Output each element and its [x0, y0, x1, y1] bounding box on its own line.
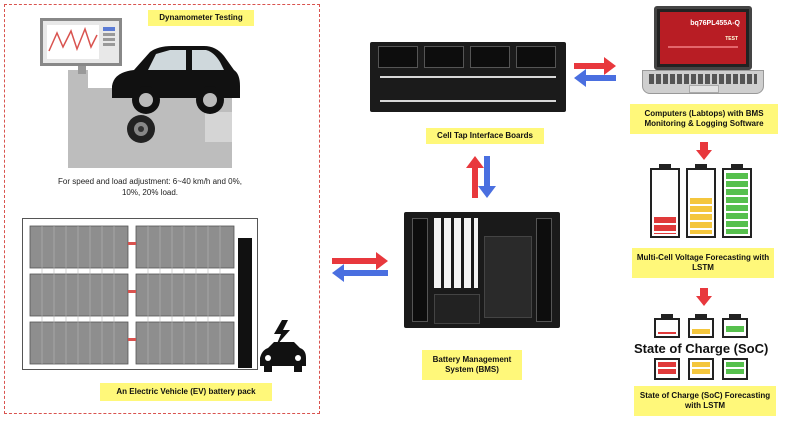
battery-busbar	[238, 238, 252, 368]
board-connector	[516, 46, 556, 68]
voltage-battery-icon	[722, 168, 752, 238]
cell-tap-board	[370, 42, 566, 112]
voltage-battery-icon	[650, 168, 680, 238]
monitor	[40, 18, 122, 66]
voltage-battery-cap	[731, 164, 743, 168]
soc-battery-icon	[722, 318, 748, 338]
soc-battery-cap	[729, 314, 741, 318]
battery-modules-icon	[29, 225, 235, 365]
voltage-battery-cap	[659, 164, 671, 168]
soc-battery-icon	[688, 318, 714, 338]
bms-connector	[412, 218, 428, 322]
soc-battery-lower-icon	[654, 358, 680, 380]
bms-label: Battery Management System (BMS)	[422, 350, 522, 380]
soc-battery-lower-icon	[688, 358, 714, 380]
laptop-trackpad	[689, 85, 719, 93]
soc-battery-lower-icon	[722, 358, 748, 380]
board-pin-row	[380, 76, 556, 78]
laptop-keyboard	[649, 74, 757, 84]
note-line-2: 10%, 20% load.	[121, 188, 179, 197]
soc-forecast-label: State of Charge (SoC) Forecasting with L…	[634, 386, 776, 416]
dynamometer-label: Dynamometer Testing	[148, 10, 254, 26]
board-connector	[470, 46, 510, 68]
laptop-screen-subtitle: TEST	[725, 36, 738, 42]
bms-white-headers	[434, 218, 478, 288]
laptop-screen-bar	[668, 46, 738, 48]
voltage-battery-fill	[654, 217, 676, 234]
speed-load-note: For speed and load adjustment: 6~40 km/h…	[20, 176, 280, 198]
monitor-neck	[78, 66, 86, 74]
laptop-display: bq76PL455A-Q TEST	[660, 12, 746, 64]
soc-battery-fill	[726, 326, 744, 334]
laptop-base	[642, 70, 764, 94]
cell-tap-label: Cell Tap Interface Boards	[426, 128, 544, 144]
left-panel	[4, 4, 320, 414]
board-pin-row	[380, 100, 556, 102]
dynamometer-stand	[68, 70, 88, 100]
car-icon	[112, 46, 240, 114]
laptop-screen-title: bq76PL455A-Q	[690, 20, 740, 27]
monitor-graph-icon	[47, 25, 115, 59]
soc-battery-cap	[695, 314, 707, 318]
dynamometer-roller-icon	[127, 115, 155, 143]
vertical-bidirectional-arrow-icon	[466, 156, 496, 198]
board-connector	[378, 46, 418, 68]
bms-board	[404, 212, 560, 328]
dynamometer-ramp	[205, 112, 232, 142]
voltage-battery-icon	[686, 168, 716, 238]
voltage-battery-fill	[690, 198, 712, 234]
ev-pack-label: An Electric Vehicle (EV) battery pack	[100, 383, 272, 401]
down-arrow-icon-1	[696, 142, 712, 160]
board-connector	[424, 46, 464, 68]
computers-label: Computers (Labtops) with BMS Monitoring …	[630, 104, 778, 134]
soc-battery-cap	[661, 314, 673, 318]
board-laptop-arrow-icon	[574, 57, 616, 87]
voltage-battery-fill	[726, 173, 748, 234]
voltage-battery-cap	[695, 164, 707, 168]
ev-charging-icon	[260, 320, 306, 372]
laptop-screen: bq76PL455A-Q TEST	[654, 6, 752, 70]
bms-components	[434, 294, 480, 324]
soc-battery-lower-fill	[692, 362, 710, 376]
soc-battery-lower-fill	[658, 362, 676, 376]
ev-bms-arrow-icon	[332, 252, 388, 282]
soc-battery-fill	[692, 329, 710, 334]
bms-chip-area	[484, 236, 532, 318]
note-line-1: For speed and load adjustment: 6~40 km/h…	[58, 177, 242, 186]
soc-battery-lower-fill	[726, 362, 744, 376]
soc-title: State of Charge (SoC)	[634, 341, 769, 356]
soc-battery-icon	[654, 318, 680, 338]
voltage-forecast-label: Multi-Cell Voltage Forecasting with LSTM	[632, 248, 774, 278]
bms-connector	[536, 218, 552, 322]
soc-battery-fill	[658, 332, 676, 334]
down-arrow-icon-2	[696, 288, 712, 306]
